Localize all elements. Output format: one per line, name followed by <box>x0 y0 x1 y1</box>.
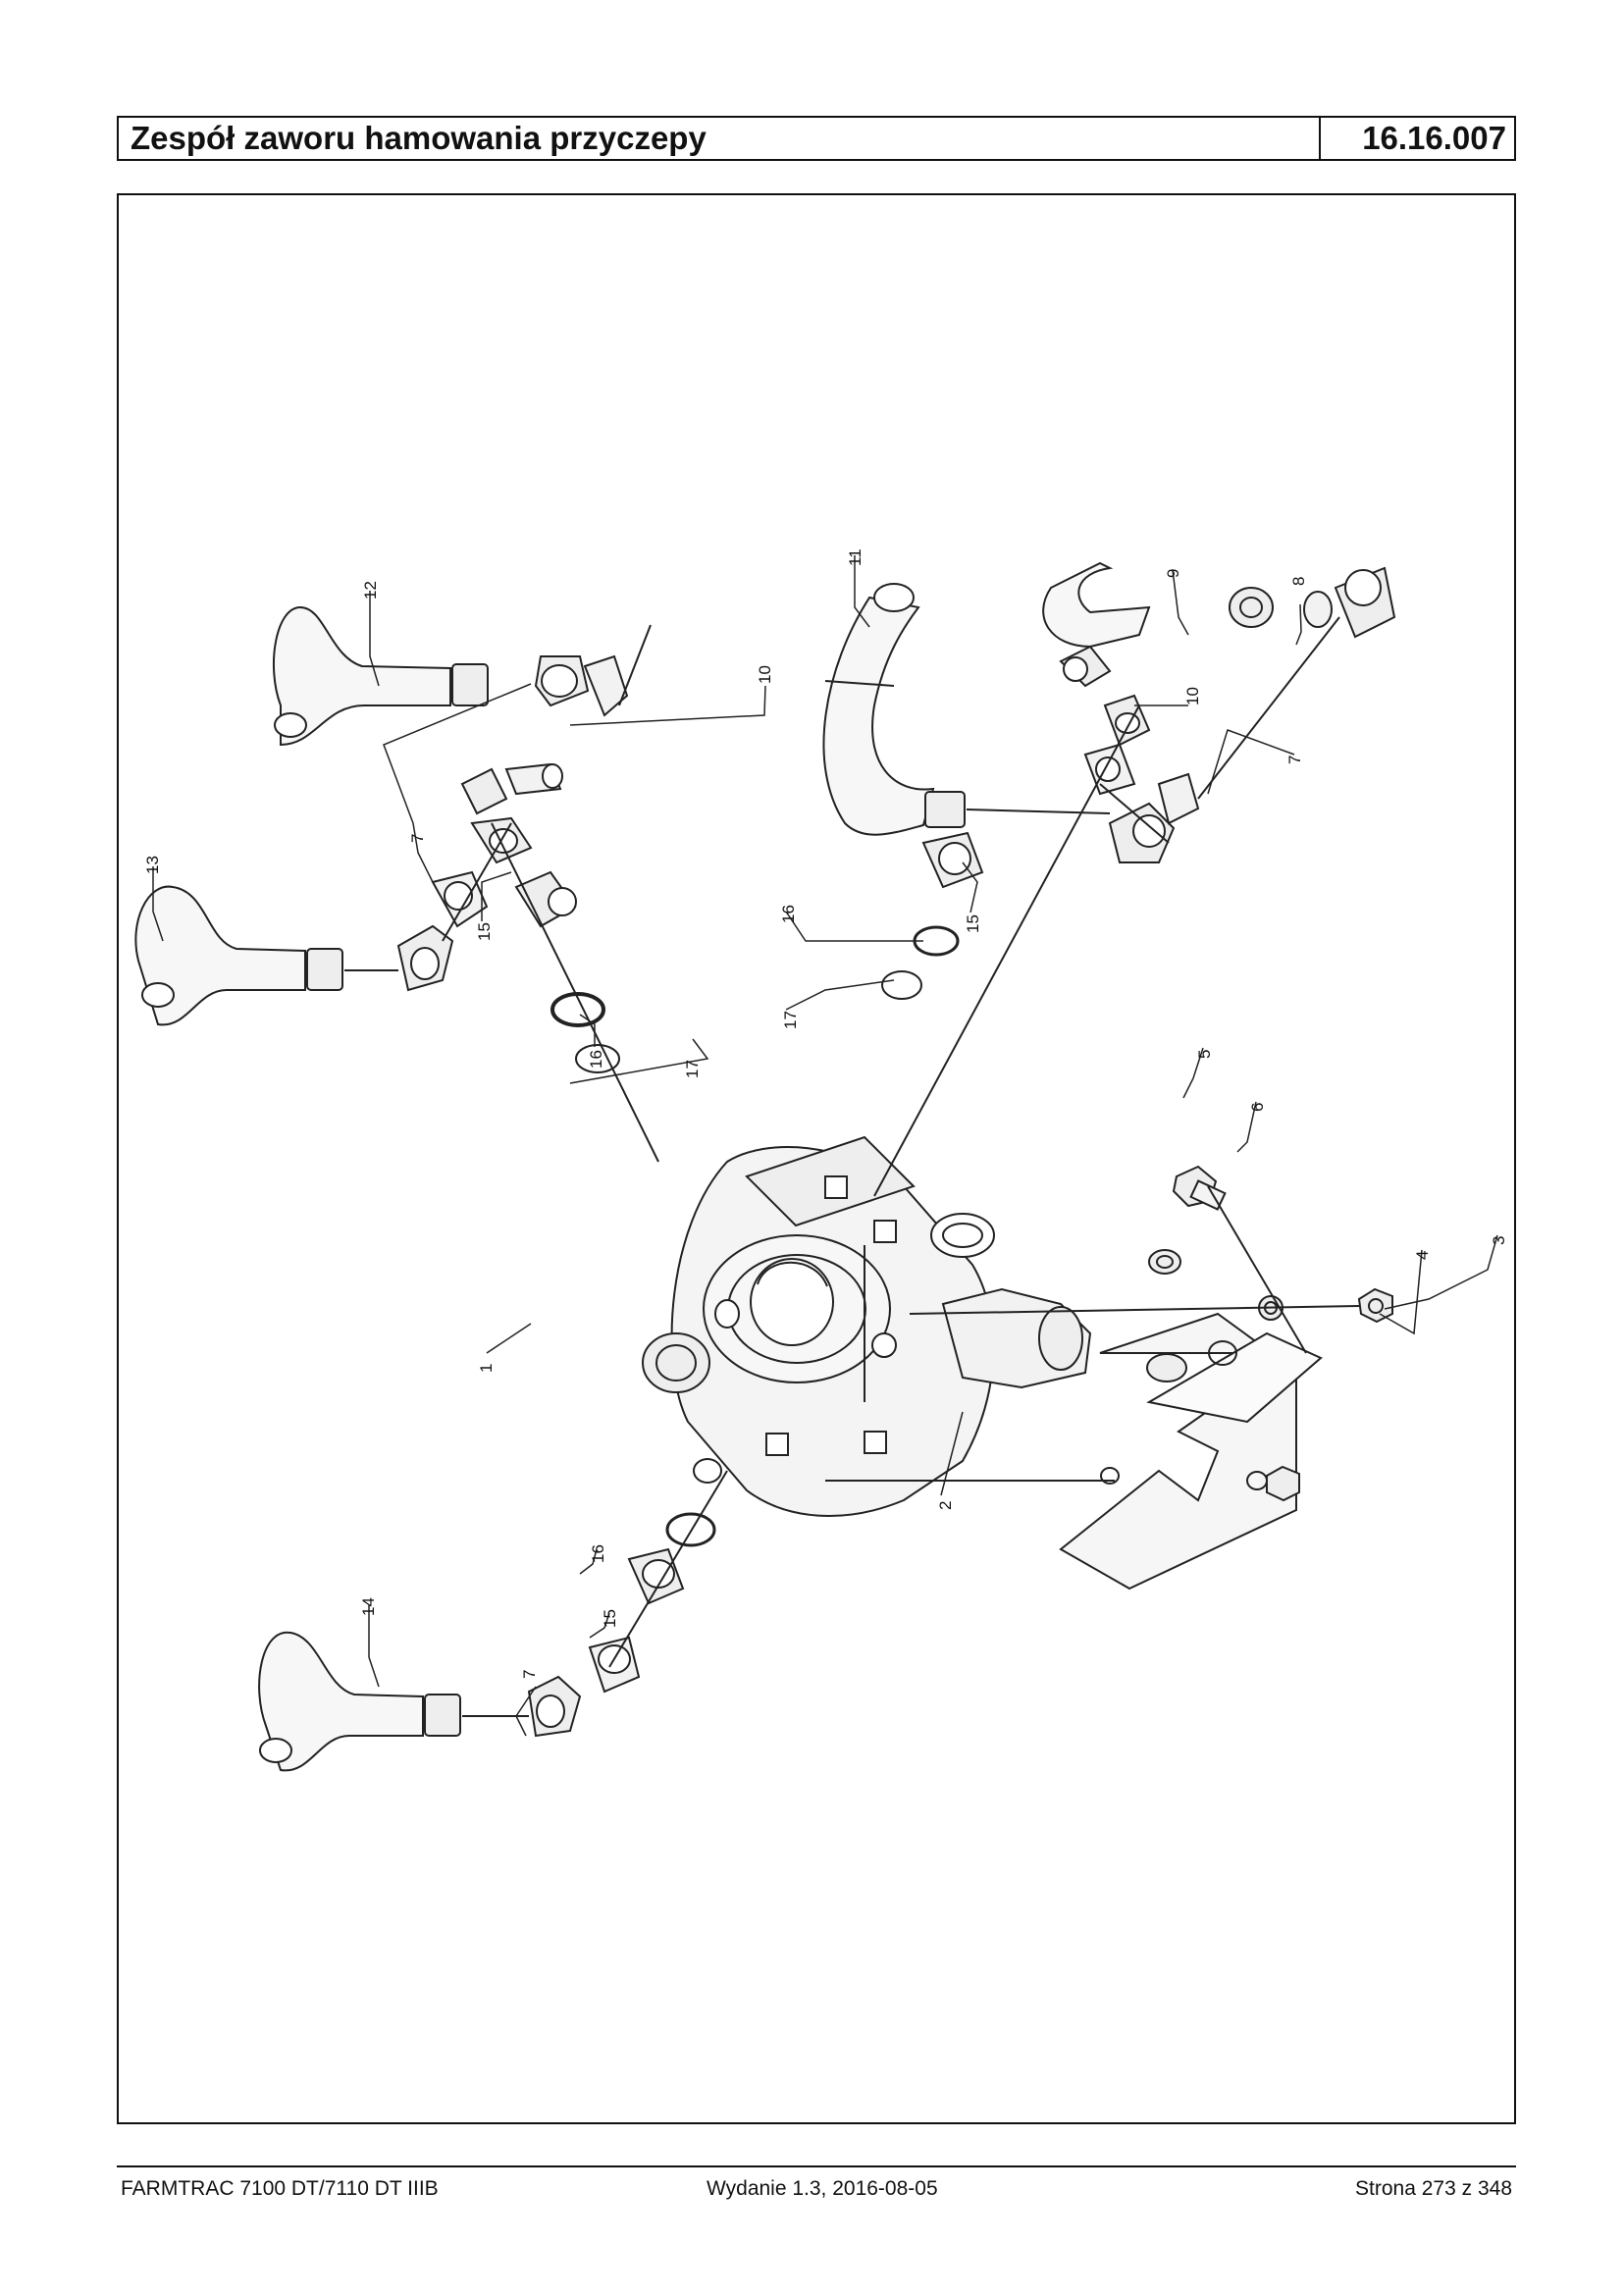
callout-10-left: 10 <box>756 665 774 684</box>
upper-right-assembly <box>822 561 1396 1197</box>
callout-7-upper-left: 7 <box>408 834 427 843</box>
callout-16-left: 16 <box>587 1050 605 1069</box>
callout-6: 6 <box>1248 1103 1267 1112</box>
diagram-frame: 12 13 14 11 9 8 10 10 7 7 7 15 15 15 16 … <box>117 193 1516 2124</box>
page-title: Zespół zaworu hamowania przyczepy <box>119 118 1321 159</box>
callout-17-left: 17 <box>683 1060 702 1078</box>
lower-left-assembly <box>258 1470 728 1772</box>
callout-12: 12 <box>361 581 380 600</box>
callout-7-upper-right: 7 <box>1285 756 1304 764</box>
section-code: 16.16.007 <box>1362 120 1506 156</box>
callout-7-lower-left: 7 <box>520 1670 539 1679</box>
callout-10-right: 10 <box>1183 687 1202 705</box>
callout-11: 11 <box>846 548 864 566</box>
page-footer: FARMTRAC 7100 DT/7110 DT IIIB Wydanie 1.… <box>117 2174 1516 2204</box>
leader-lines <box>152 555 1498 1737</box>
callout-15-left: 15 <box>475 922 494 941</box>
callout-16-lower: 16 <box>589 1544 607 1563</box>
footer-edition: Wydanie 1.3, 2016-08-05 <box>707 2177 938 2200</box>
callout-13: 13 <box>143 856 162 874</box>
fasteners <box>825 1165 1393 1502</box>
callout-9: 9 <box>1164 569 1182 578</box>
mounting-bracket <box>1059 1312 1323 1591</box>
callout-labels: 12 13 14 11 9 8 10 10 7 7 7 15 15 15 16 … <box>143 548 1508 1679</box>
callout-8: 8 <box>1289 577 1308 586</box>
callout-4: 4 <box>1413 1251 1432 1260</box>
page-header: Zespół zaworu hamowania przyczepy 16.16.… <box>117 116 1516 161</box>
upper-left-assembly <box>134 605 659 1163</box>
footer-rule <box>117 2165 1516 2167</box>
callout-16-right: 16 <box>779 905 798 923</box>
footer-model: FARMTRAC 7100 DT/7110 DT IIIB <box>121 2177 439 2200</box>
callout-15-right: 15 <box>964 914 982 933</box>
exploded-parts-diagram: 12 13 14 11 9 8 10 10 7 7 7 15 15 15 16 … <box>134 548 1508 1772</box>
callout-5: 5 <box>1195 1050 1214 1059</box>
callout-17-right: 17 <box>781 1011 800 1029</box>
callout-15-lower: 15 <box>601 1609 619 1628</box>
valve-body <box>642 1135 1092 1518</box>
callout-2: 2 <box>936 1501 955 1510</box>
footer-page-number: Strona 273 z 348 <box>1355 2177 1512 2200</box>
callout-14: 14 <box>359 1597 378 1616</box>
callout-3: 3 <box>1490 1236 1508 1245</box>
callout-1: 1 <box>477 1364 496 1373</box>
